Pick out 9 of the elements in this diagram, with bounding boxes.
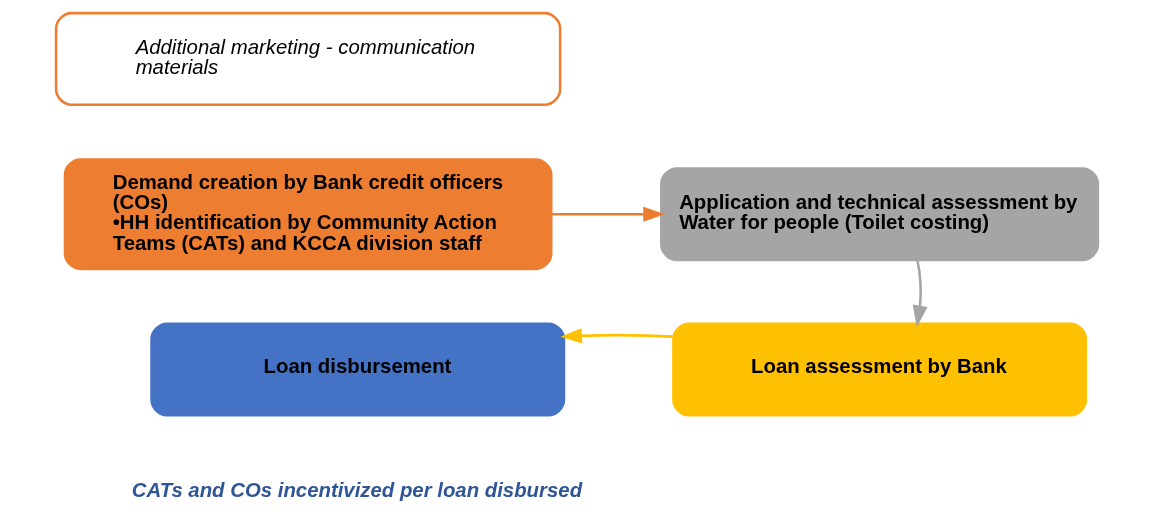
node-box: Application and technical assessment by Water for people (Toilet costing) [659,167,1099,262]
node-box: Demand creation by Bank credit officers (COs) •HH identification by Community Action Teams (CATs) and KCCA division staff [63,158,552,271]
node-box: Additional marketing - communication materials [54,11,561,107]
arrow [550,206,665,222]
node-box: Loan disbursement [149,322,565,417]
arrow [912,259,928,328]
node-box: Loan assessment by Bank [671,322,1087,417]
label: CATs and COs incentivized per loan disbursed [131,478,582,501]
arrow [559,328,673,344]
